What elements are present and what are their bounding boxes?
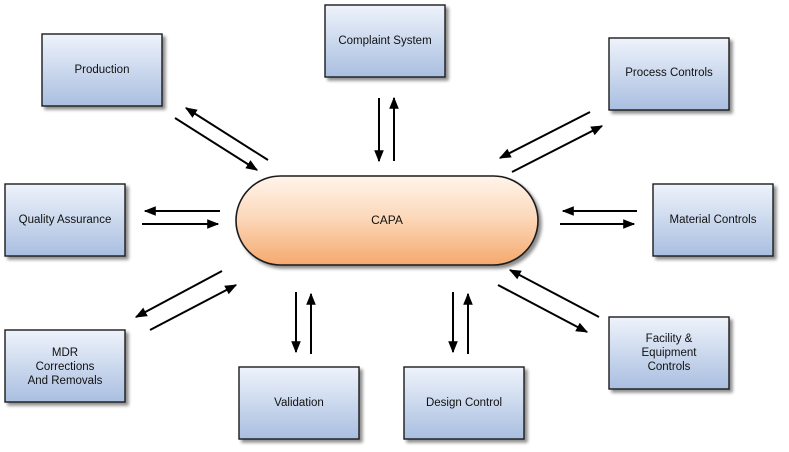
facility-label-line-1: Facility &: [646, 333, 693, 345]
node-facility-equipment-controls: Facility & Equipment Controls: [608, 316, 730, 390]
material-controls-label: Material Controls: [670, 214, 757, 226]
complaint-system-label: Complaint System: [338, 35, 431, 47]
design-control-label: Design Control: [426, 397, 502, 409]
arrow-to-capa-from-production: [174, 117, 259, 171]
node-design-control: Design Control: [403, 366, 525, 440]
arrow-to-capa-from-mdr: [149, 284, 238, 331]
facility-label-line-3: Controls: [648, 361, 691, 373]
arrow-to-capa-from-facility: [508, 269, 600, 318]
mdr-label-line-2: Corrections: [36, 361, 95, 373]
arrow-from-capa-to-production: [184, 107, 269, 161]
mdr-label-line-3: And Removals: [28, 375, 103, 387]
arrow-from-capa-to-mdr: [134, 270, 223, 318]
node-complaint-system: Complaint System: [324, 4, 446, 78]
node-validation: Validation: [238, 366, 360, 440]
process-controls-label: Process Controls: [625, 67, 713, 79]
arrow-to-capa-from-process: [498, 111, 591, 159]
node-production: Production: [41, 33, 163, 107]
arrow-from-capa-to-facility: [497, 284, 589, 333]
production-label: Production: [75, 64, 130, 76]
validation-label: Validation: [274, 397, 324, 409]
quality-assurance-label: Quality Assurance: [19, 214, 112, 226]
node-mdr: MDR Corrections And Removals: [4, 329, 126, 403]
arrow-from-capa-to-process: [511, 125, 604, 173]
node-quality-assurance: Quality Assurance: [4, 183, 126, 257]
mdr-label-line-1: MDR: [52, 347, 78, 359]
node-material-controls: Material Controls: [652, 183, 774, 257]
capa-label: CAPA: [371, 213, 403, 227]
capa-node: CAPA: [235, 175, 539, 266]
facility-label-line-2: Equipment: [642, 347, 698, 359]
node-process-controls: Process Controls: [608, 37, 730, 111]
arrows-layer: [134, 96, 637, 354]
